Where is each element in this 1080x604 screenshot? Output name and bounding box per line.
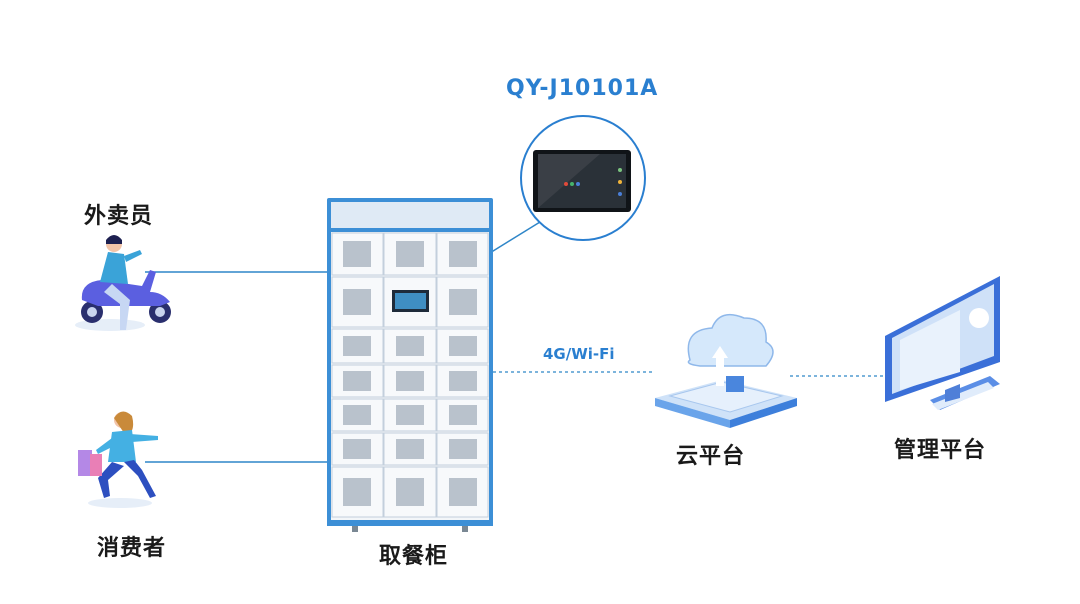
management-monitor-icon — [885, 276, 1000, 410]
management-platform-label: 管理平台 — [894, 438, 987, 463]
network-label: 4G/Wi-Fi — [543, 345, 615, 363]
tablet-model-label: QY-J10101A — [506, 76, 659, 101]
food-cabinet-illustration — [327, 198, 493, 532]
cabinet-label: 取餐柜 — [379, 544, 449, 569]
courier-scooter-icon — [75, 235, 171, 331]
consumer-label: 消费者 — [97, 536, 167, 561]
cloud-platform-label: 云平台 — [676, 444, 746, 469]
consumer-shopper-icon — [78, 411, 158, 508]
cloud-platform-icon — [655, 313, 797, 428]
courier-label: 外卖员 — [84, 204, 154, 229]
tablet-callout — [520, 115, 646, 241]
